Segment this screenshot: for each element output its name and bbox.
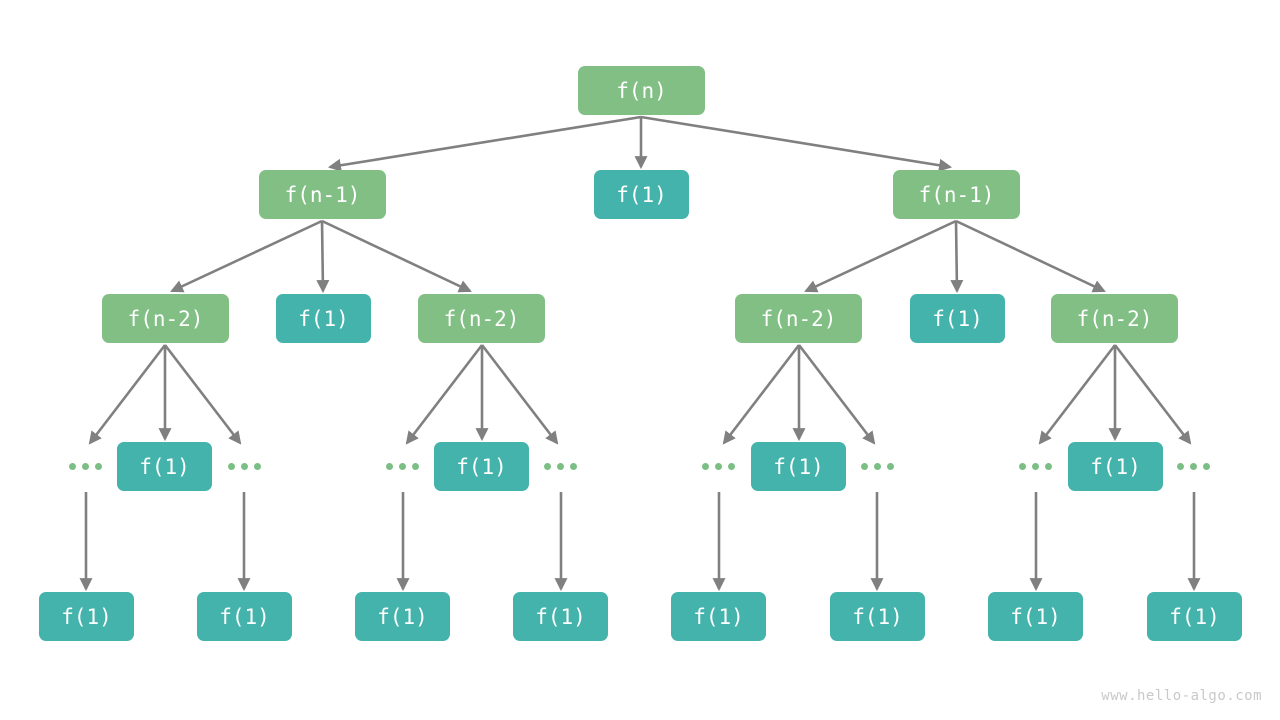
ellipsis-dot <box>860 462 868 470</box>
ellipsis-dot <box>569 462 577 470</box>
ellipsis-dot <box>253 462 261 470</box>
ellipsis-dot <box>556 462 564 470</box>
tree-node-n4d: f(1) <box>513 592 608 641</box>
tree-edge <box>797 344 876 445</box>
tree-node-n3e: f(1) <box>434 442 529 491</box>
ellipsis-marker-e6 <box>853 456 901 476</box>
tree-node-n4h: f(1) <box>1147 592 1242 641</box>
tree-node-n2f: f(n-2) <box>1051 294 1178 343</box>
tree-node-n2e: f(1) <box>910 294 1005 343</box>
tree-edge <box>321 219 472 293</box>
ellipsis-dot <box>1031 462 1039 470</box>
tree-edge <box>722 344 801 445</box>
tree-node-n2b: f(1) <box>276 294 371 343</box>
ellipsis-dot <box>1018 462 1026 470</box>
watermark-label: www.hello-algo.com <box>1101 688 1262 704</box>
tree-node-n0: f(n) <box>578 66 705 115</box>
ellipsis-dot <box>543 462 551 470</box>
tree-node-n2c: f(n-2) <box>418 294 545 343</box>
ellipsis-dot <box>398 462 406 470</box>
ellipsis-dot <box>385 462 393 470</box>
ellipsis-dot <box>1044 462 1052 470</box>
tree-edge <box>640 115 953 172</box>
ellipsis-dot <box>873 462 881 470</box>
ellipsis-dot <box>886 462 894 470</box>
ellipsis-dot <box>81 462 89 470</box>
tree-node-n4f: f(1) <box>830 592 925 641</box>
tree-edge <box>88 344 167 445</box>
ellipsis-marker-e7 <box>1011 456 1059 476</box>
tree-node-n1c: f(n-1) <box>893 170 1020 219</box>
tree-node-n4b: f(1) <box>197 592 292 641</box>
ellipsis-dot <box>701 462 709 470</box>
ellipsis-dot <box>411 462 419 470</box>
tree-edge <box>327 115 642 172</box>
tree-edge <box>163 344 242 445</box>
ellipsis-dot <box>714 462 722 470</box>
tree-edge <box>316 220 330 294</box>
tree-node-n3k: f(1) <box>1068 442 1163 491</box>
tree-node-n1a: f(n-1) <box>259 170 386 219</box>
ellipsis-dot <box>240 462 248 470</box>
ellipsis-dot <box>1202 462 1210 470</box>
tree-node-n1b: f(1) <box>594 170 689 219</box>
ellipsis-dot <box>94 462 102 470</box>
ellipsis-marker-e1 <box>61 456 109 476</box>
tree-edge <box>804 219 957 293</box>
ellipsis-dot <box>1176 462 1184 470</box>
tree-node-n2d: f(n-2) <box>735 294 862 343</box>
ellipsis-dot <box>727 462 735 470</box>
tree-node-n2a: f(n-2) <box>102 294 229 343</box>
tree-node-n4g: f(1) <box>988 592 1083 641</box>
ellipsis-dot <box>68 462 76 470</box>
tree-edge <box>480 344 559 445</box>
tree-node-n3h: f(1) <box>751 442 846 491</box>
tree-node-n4a: f(1) <box>39 592 134 641</box>
tree-node-n4e: f(1) <box>671 592 766 641</box>
ellipsis-marker-e3 <box>378 456 426 476</box>
ellipsis-marker-e4 <box>536 456 584 476</box>
ellipsis-marker-e2 <box>220 456 268 476</box>
ellipsis-marker-e5 <box>694 456 742 476</box>
tree-edge <box>955 219 1106 293</box>
tree-edge <box>1038 344 1117 445</box>
tree-edge <box>950 220 964 294</box>
tree-edge <box>405 344 484 445</box>
ellipsis-dot <box>1189 462 1197 470</box>
tree-node-n3b: f(1) <box>117 442 212 491</box>
ellipsis-marker-e8 <box>1169 456 1217 476</box>
tree-node-n4c: f(1) <box>355 592 450 641</box>
tree-edge <box>1113 344 1192 445</box>
ellipsis-dot <box>227 462 235 470</box>
tree-edge <box>170 219 323 293</box>
